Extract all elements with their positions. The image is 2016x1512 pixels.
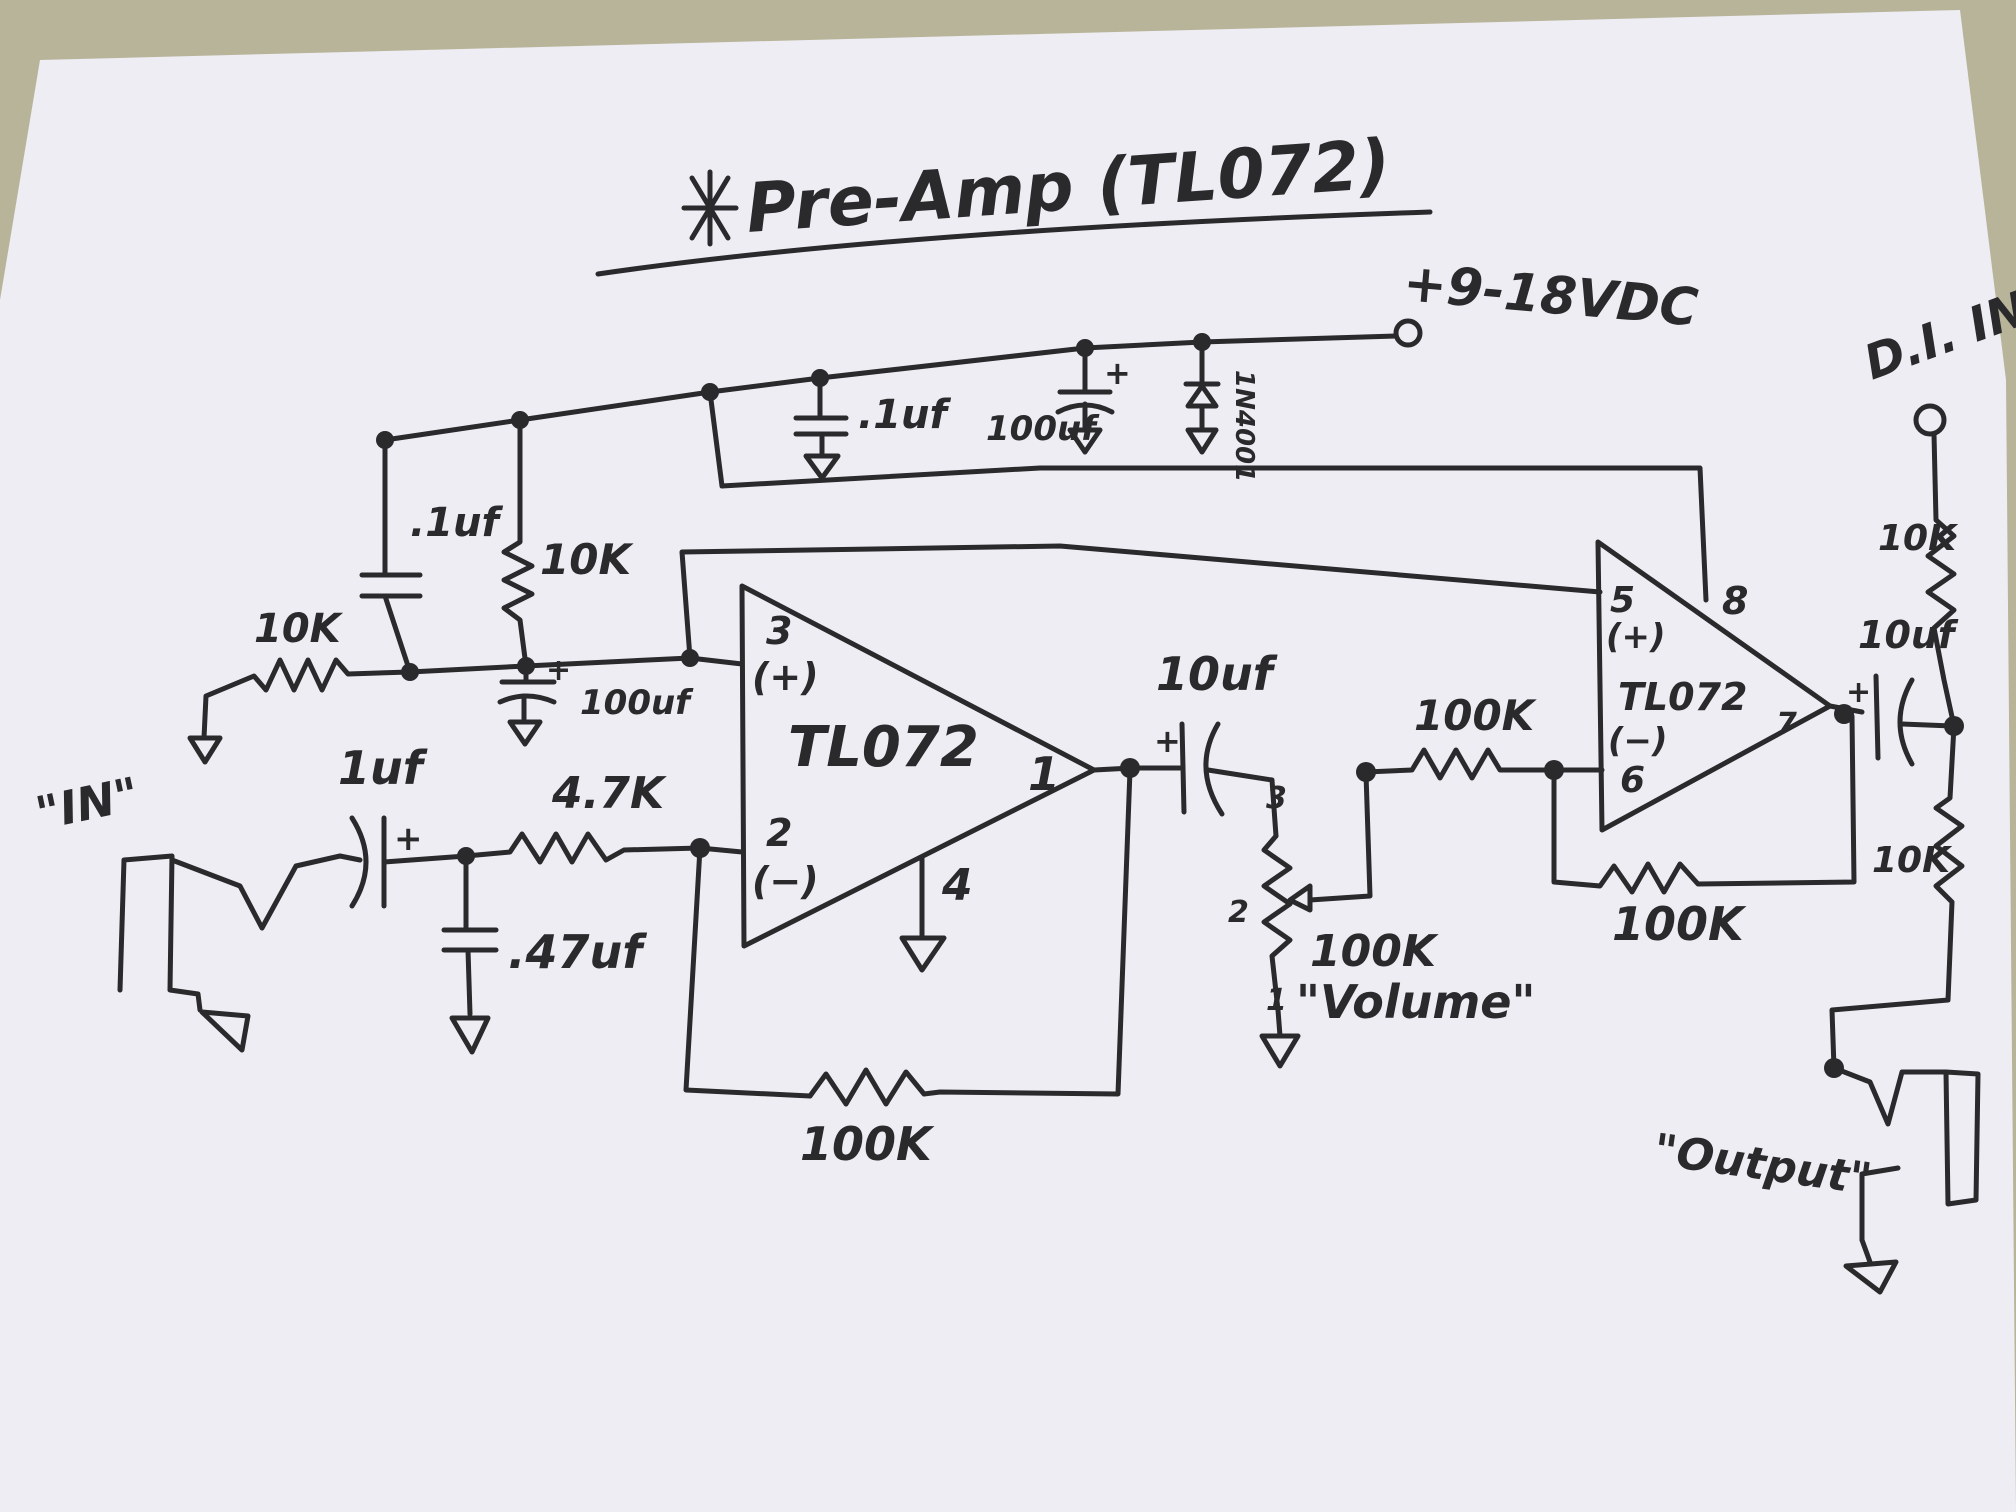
junction-dot <box>701 383 719 401</box>
diode-label: 1N4001 <box>1229 370 1259 482</box>
input-capacitor <box>337 815 369 909</box>
bias-resistor: 10K <box>501 527 634 669</box>
opamp-icon <box>1595 539 1833 833</box>
input-cap-plus: + <box>394 819 423 859</box>
bias-resistor-label: 10K <box>540 535 634 584</box>
junction-dot <box>401 663 419 681</box>
opamp-b-plus: (+) <box>1606 617 1666 657</box>
di-bottom-resistor-label: 10K <box>1872 840 1953 881</box>
bias-capacitor: .1uf <box>359 500 504 675</box>
supply-capacitor-small: .1uf <box>793 375 952 481</box>
opamp-b-minus: (−) <box>1608 721 1668 761</box>
resistor-icon <box>807 767 1133 1107</box>
junction-dot <box>376 431 394 449</box>
bias-electrolytic: + 100uf <box>497 653 694 747</box>
bias-elec-label: 100uf <box>580 683 694 723</box>
pot-wiper-icon <box>1287 771 1373 913</box>
bias-elec-plus: + <box>546 653 571 688</box>
opamp-a-plus: (+) <box>752 655 819 699</box>
series-resistor-label: 4.7K <box>551 768 667 819</box>
ground-icon <box>199 1009 251 1053</box>
opamp-a: TL072 3 (+) 2 (−) 1 4 100K <box>683 583 1140 1171</box>
power-supply: +9-18VDC .1uf + 100uf <box>376 253 1709 603</box>
ground-icon <box>449 1015 491 1055</box>
resistor-icon <box>463 831 703 865</box>
resistor-icon <box>1829 723 1965 1071</box>
opamp-b-pin6: 6 <box>1620 760 1645 801</box>
rail-to-opamp-b <box>707 389 1709 603</box>
opamp-a-pin4: 4 <box>941 860 973 911</box>
paper-sheet <box>0 10 2016 1512</box>
resistor-icon <box>501 527 535 669</box>
opamp-b-pin8: 8 <box>1722 579 1748 623</box>
pot-name-label: "Volume" <box>1296 975 1535 1029</box>
jack-icon <box>117 853 203 1013</box>
resistor-icon <box>201 657 413 741</box>
opamp-a-pin3: 3 <box>766 609 792 653</box>
pot-value-label: 100K <box>1310 926 1439 977</box>
resistor-icon <box>1261 833 1293 1013</box>
junction-dot <box>517 657 535 675</box>
opamp-b-pin5: 5 <box>1610 580 1635 621</box>
feedback-b-wire <box>1551 713 1857 895</box>
mid-resistor-label: 100K <box>1414 691 1538 740</box>
feedback-a-wire <box>683 845 813 1099</box>
opamp-a-pin2: 2 <box>766 811 792 855</box>
bias-network: .1uf 10K 10K + 100uf <box>187 500 1603 765</box>
di-top-resistor-label: 10K <box>1878 518 1959 559</box>
pot-pin2: 2 <box>1228 895 1249 930</box>
bias-cap-label: .1uf <box>410 500 504 546</box>
junction-dot <box>457 847 475 865</box>
resistor-icon <box>1925 431 1957 729</box>
junction-dot <box>811 369 829 387</box>
di-terminal-icon <box>1913 403 1947 437</box>
title-underline <box>595 209 1433 277</box>
coupling-cap-plus: + <box>1154 722 1181 760</box>
pot-pin1: 1 <box>1266 983 1287 1018</box>
opamp-b-label: TL072 <box>1618 675 1747 719</box>
resistor-icon <box>1363 747 1559 781</box>
ground-icon <box>899 935 947 973</box>
bias-to-opamp-b <box>679 543 1603 661</box>
supply-diode: 1N4001 <box>1183 339 1259 482</box>
di-cap-plus: + <box>1846 675 1871 710</box>
ground-icon <box>187 735 223 765</box>
ground-icon <box>507 719 543 747</box>
asterisk-icon <box>681 169 739 247</box>
filter-cap-label: .47uf <box>508 925 647 979</box>
opamp-b: TL072 5 (+) (−) 6 8 7 100K <box>1551 539 1857 951</box>
supply-terminal-icon <box>1393 318 1423 348</box>
junction-dot <box>1076 339 1094 357</box>
opamp-a-pin1: 1 <box>1028 747 1060 801</box>
ground-icon <box>1067 427 1103 455</box>
opamp-a-label: TL072 <box>788 715 979 780</box>
opamp-icon <box>739 583 1097 949</box>
junction-dot <box>511 411 529 429</box>
junction-dot <box>1193 333 1211 351</box>
supply-cap-small-label: .1uf <box>858 392 952 438</box>
opamp-b-pin7: 7 <box>1776 707 1797 742</box>
input-cap-label: 1uf <box>338 741 428 795</box>
feedback-a-label: 100K <box>800 1117 935 1171</box>
pot-pin3: 3 <box>1266 781 1287 816</box>
input-resistor-label: 10K <box>254 606 344 652</box>
ground-icon <box>1185 427 1219 455</box>
volume-section: + 10uf 3 2 1 100K "Volume" 100K <box>1127 647 1564 1069</box>
feedback-b-label: 100K <box>1612 897 1747 951</box>
jack-icon <box>1831 1065 1981 1207</box>
ground-icon <box>803 453 841 481</box>
supply-cap-big-label: 100uf <box>986 409 1100 449</box>
coupling-cap-label: 10uf <box>1156 647 1278 701</box>
input-ground-resistor: 10K <box>187 606 413 765</box>
opamp-a-minus: (−) <box>752 859 819 903</box>
supply-cap-plus: + <box>1104 354 1131 392</box>
